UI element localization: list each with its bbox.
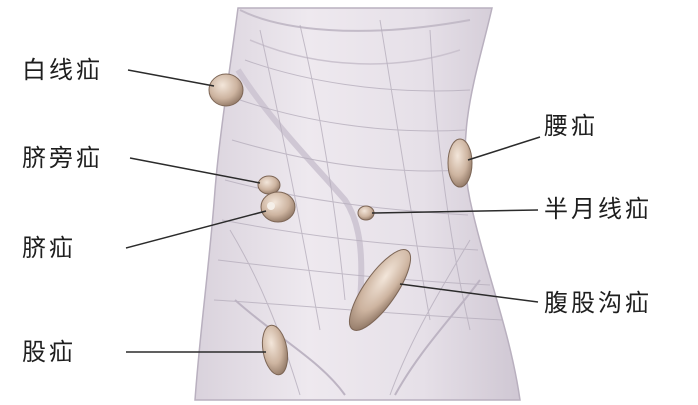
spigelian-hernia-sac bbox=[358, 206, 374, 220]
leader-white-line bbox=[128, 70, 214, 86]
label-lumbar-hernia: 腰疝 bbox=[544, 114, 598, 138]
umbilical-hernia-sac bbox=[261, 192, 295, 222]
lumbar-hernia-sac bbox=[448, 139, 472, 187]
label-white-line-hernia: 白线疝 bbox=[22, 58, 103, 82]
paraumbilical-hernia-sac bbox=[258, 176, 280, 194]
label-umbilical-hernia: 脐疝 bbox=[22, 236, 76, 260]
label-femoral-hernia: 股疝 bbox=[22, 340, 76, 364]
label-inguinal-hernia: 腹股沟疝 bbox=[544, 291, 652, 315]
label-spigelian-hernia: 半月线疝 bbox=[544, 197, 652, 221]
torso-outline bbox=[195, 8, 520, 400]
leader-lumbar bbox=[468, 137, 540, 160]
white-line-hernia-sac bbox=[209, 74, 243, 106]
label-paraumbilical-hernia: 脐旁疝 bbox=[22, 146, 103, 170]
